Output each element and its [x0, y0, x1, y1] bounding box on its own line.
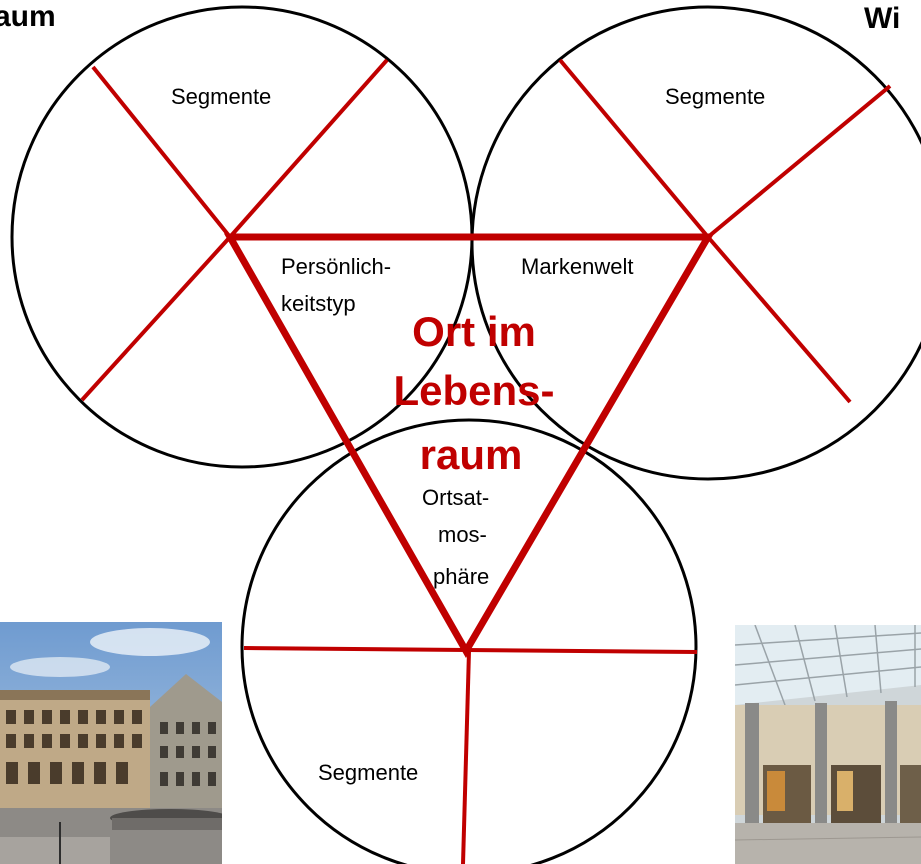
label-ortsatmosphaere-line1: Ortsat- — [422, 485, 489, 510]
center-title-line3: raum — [420, 431, 523, 478]
building-photo — [0, 622, 222, 864]
circle-bottom — [240, 418, 698, 864]
center-title-line2: Lebens- — [393, 367, 554, 414]
center-title-line1: Ort im — [412, 308, 536, 355]
label-markenwelt: Markenwelt — [521, 254, 633, 279]
corner-title-right: Wi — [864, 2, 901, 35]
label-segmente-bottom: Segmente — [318, 760, 418, 785]
label-ortsatmosphaere-line3: phäre — [433, 564, 489, 589]
label-ortsatmosphaere-line2: mos- — [438, 522, 487, 547]
label-segmente-right: Segmente — [665, 84, 765, 109]
center-triangle — [223, 233, 715, 659]
arcade-photo — [735, 625, 921, 864]
segment-lines-left — [80, 58, 389, 402]
segment-lines-bottom — [243, 646, 698, 864]
segment-lines-right — [558, 58, 892, 404]
circle-right — [470, 5, 921, 481]
label-persoenlichkeitstyp-line2: keitstyp — [281, 291, 356, 316]
label-persoenlichkeitstyp-line1: Persönlich- — [281, 254, 391, 279]
label-segmente-left: Segmente — [171, 84, 271, 109]
corner-title-left: aum — [0, 0, 56, 33]
